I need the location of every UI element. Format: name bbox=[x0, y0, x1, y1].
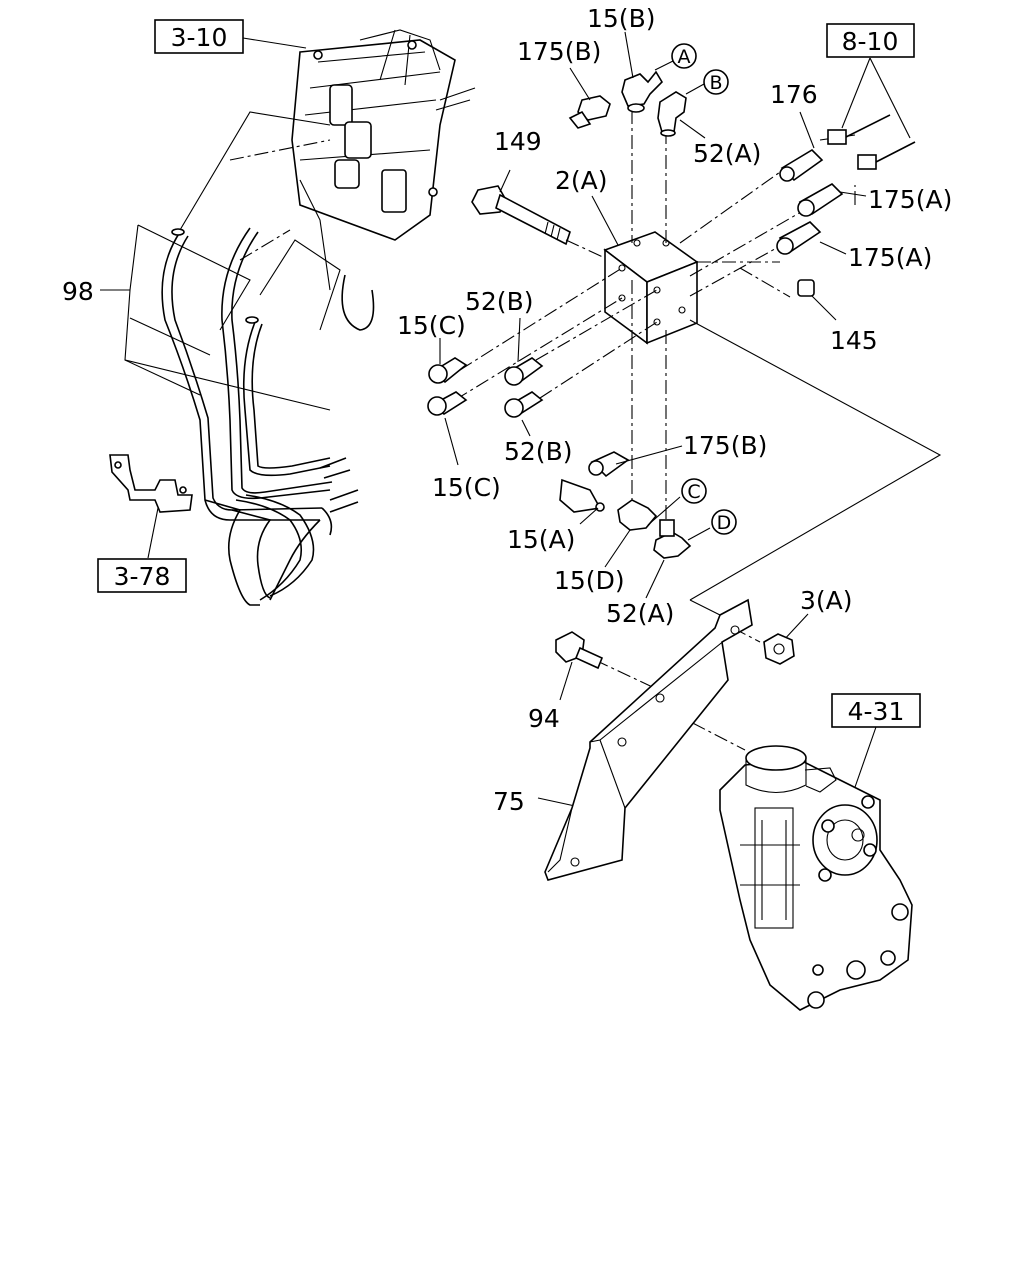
marker-b: B bbox=[703, 69, 729, 95]
label-94: 94 bbox=[528, 704, 560, 733]
svg-text:A: A bbox=[678, 46, 691, 68]
label-52a-top: 52(A) bbox=[693, 139, 761, 168]
label-98: 98 bbox=[62, 277, 94, 306]
leader-98 bbox=[100, 111, 341, 411]
svg-text:D: D bbox=[717, 512, 732, 534]
label-15c-1: 15(C) bbox=[397, 311, 466, 340]
gear-box-4-31 bbox=[719, 745, 913, 1011]
ref-box-3-78: 3-78 bbox=[97, 558, 187, 593]
label-15d: 15(D) bbox=[554, 566, 625, 595]
fitting-175a-2 bbox=[776, 221, 822, 255]
fittings-left bbox=[427, 357, 544, 418]
svg-text:3-10: 3-10 bbox=[171, 23, 228, 52]
ref-box-4-31: 4-31 bbox=[831, 693, 921, 728]
ref-box-3-10: 3-10 bbox=[154, 19, 244, 54]
label-15a: 15(A) bbox=[507, 525, 575, 554]
plug-145 bbox=[797, 279, 815, 297]
svg-text:4-31: 4-31 bbox=[848, 697, 905, 726]
pedal-valve-assembly bbox=[291, 29, 476, 331]
fitting-175a-1 bbox=[797, 183, 844, 217]
label-52b-1: 52(B) bbox=[465, 287, 533, 316]
svg-text:C: C bbox=[687, 481, 700, 503]
fitting-15b bbox=[621, 70, 664, 113]
marker-c: C bbox=[681, 478, 707, 504]
marker-a: A bbox=[671, 43, 697, 69]
svg-text:B: B bbox=[709, 72, 722, 94]
label-2a: 2(A) bbox=[555, 166, 608, 195]
label-145: 145 bbox=[830, 326, 878, 355]
nut-3a bbox=[763, 633, 795, 665]
fitting-175b-top bbox=[568, 95, 611, 129]
bracket-75 bbox=[544, 598, 753, 881]
label-175a-2: 175(A) bbox=[848, 243, 932, 272]
pipe-clip bbox=[109, 454, 193, 513]
marker-d: D bbox=[711, 509, 737, 535]
label-3a: 3(A) bbox=[800, 586, 853, 615]
label-175b-mid: 175(B) bbox=[683, 431, 767, 460]
assembly-lines bbox=[229, 110, 856, 751]
bolt-149 bbox=[471, 185, 571, 246]
label-75: 75 bbox=[493, 787, 525, 816]
label-149: 149 bbox=[494, 127, 542, 156]
bolt-94 bbox=[555, 631, 604, 670]
label-175b-top: 175(B) bbox=[517, 37, 601, 66]
svg-text:3-78: 3-78 bbox=[114, 562, 171, 591]
junction-block bbox=[603, 231, 699, 345]
label-15b: 15(B) bbox=[587, 4, 655, 33]
leaders bbox=[147, 31, 942, 807]
label-175a-1: 175(A) bbox=[868, 185, 952, 214]
fittings-lower bbox=[559, 451, 692, 559]
label-52a-bot: 52(A) bbox=[606, 599, 674, 628]
label-52b-2: 52(B) bbox=[504, 437, 572, 466]
label-176: 176 bbox=[770, 80, 818, 109]
connectors-8-10 bbox=[827, 114, 916, 170]
fitting-176 bbox=[779, 148, 824, 182]
label-15c-2: 15(C) bbox=[432, 473, 501, 502]
svg-text:8-10: 8-10 bbox=[842, 27, 899, 56]
pipe-bundle bbox=[161, 227, 359, 606]
fitting-52a-top bbox=[657, 91, 687, 137]
ref-box-8-10: 8-10 bbox=[826, 23, 915, 58]
